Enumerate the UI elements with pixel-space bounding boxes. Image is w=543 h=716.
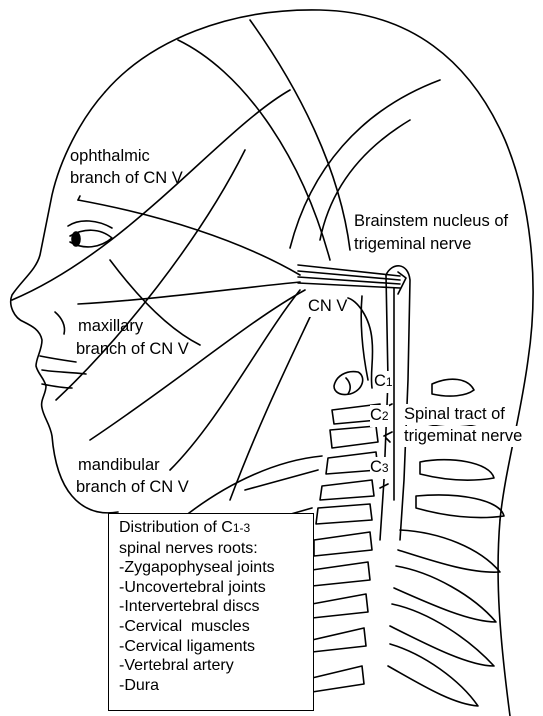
distribution-item: -Intervertebral discs xyxy=(119,597,313,617)
distribution-item: -Uncovertebral joints xyxy=(119,578,313,598)
ophthalmic-label-line2: branch of CN V xyxy=(70,168,183,189)
brainstem-label-line2: trigeminal nerve xyxy=(354,234,471,255)
distribution-box: Distribution of C1-3 spinal nerves roots… xyxy=(108,513,314,711)
eye-iris xyxy=(72,232,80,246)
spinous-processes xyxy=(432,379,474,396)
distribution-item: -Cervical ligaments xyxy=(119,637,313,657)
c1-vertebra xyxy=(334,372,363,395)
distribution-item: -Cervical muscles xyxy=(119,617,313,637)
mouth xyxy=(42,370,86,374)
cn5-label: CN V xyxy=(308,296,347,317)
c3-label: C3 xyxy=(370,457,389,479)
maxillary-label-line1: maxillary xyxy=(78,316,143,337)
distribution-item: -Dura xyxy=(119,676,313,696)
c3-vertebra xyxy=(330,426,378,448)
c2-label: C2 xyxy=(370,405,389,427)
distribution-title-line2: spinal nerves roots: xyxy=(119,539,313,559)
mandibular-nerve xyxy=(90,290,305,440)
mandibular-label-line1: mandibular xyxy=(78,455,160,476)
distribution-item: -Vertebral artery xyxy=(119,656,313,676)
distribution-item: -Zygapophyseal joints xyxy=(119,558,313,578)
brainstem-label-line1: Brainstem nucleus of xyxy=(354,211,508,232)
brainstem-nucleus-lines xyxy=(298,265,400,288)
maxillary-nerve xyxy=(78,282,300,304)
spinal-tract-label-line2: trigeminat nerve xyxy=(404,426,522,447)
spinal-tract-label-line1: Spinal tract of xyxy=(404,404,505,425)
ophthalmic-label-line1: ophthalmic xyxy=(70,146,150,167)
mandibular-label-line2: branch of CN V xyxy=(76,477,189,498)
distribution-title: Distribution of C1-3 xyxy=(119,518,313,539)
brainstem xyxy=(386,266,410,540)
c1-label: C1 xyxy=(374,371,393,393)
maxillary-label-line2: branch of CN V xyxy=(76,339,189,360)
